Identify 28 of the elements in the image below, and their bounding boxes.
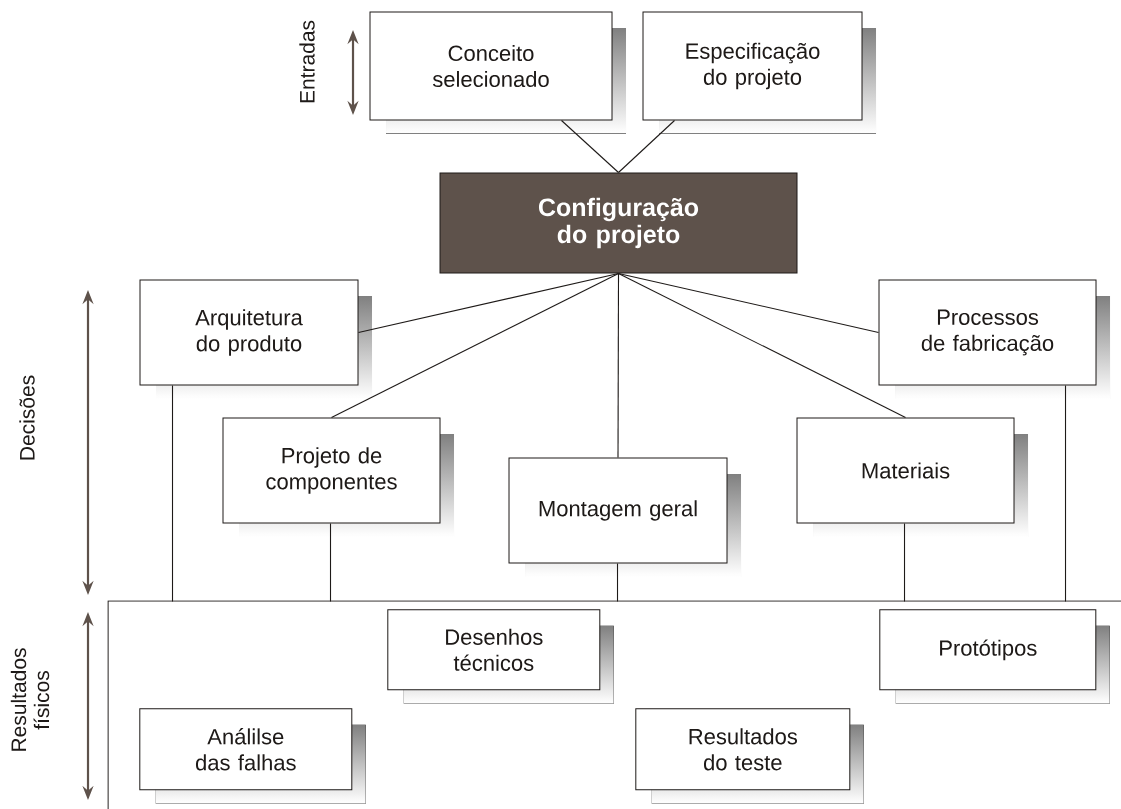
axis-label: Resultados físicos xyxy=(10,648,50,751)
connector-line xyxy=(617,272,620,459)
connector-line xyxy=(903,522,906,603)
process-box: Processos de fabricação xyxy=(878,279,1110,399)
connector-line xyxy=(1064,384,1067,603)
process-box: Protótipos xyxy=(879,609,1110,704)
process-box: Arquitetura do produto xyxy=(139,279,372,399)
connector-line xyxy=(560,119,620,174)
results-panel xyxy=(107,600,1121,809)
process-box: Análilse das falhas xyxy=(139,708,366,804)
connector-line xyxy=(330,272,620,419)
connector-line xyxy=(617,272,907,419)
connector-line xyxy=(617,119,676,174)
connector-line xyxy=(617,272,880,334)
connector-line xyxy=(329,522,332,603)
process-box: Projeto de componentes xyxy=(222,417,454,537)
process-box: Especificação do projeto xyxy=(642,11,876,134)
axis-label: Entradas xyxy=(299,20,315,103)
axis-label: Decisões xyxy=(19,375,35,460)
process-box: Resultados do teste xyxy=(635,708,864,804)
connector-line xyxy=(616,562,619,603)
connector-line xyxy=(357,272,620,334)
process-box: Conceito selecionado xyxy=(369,11,626,134)
process-box: Montagem geral xyxy=(508,457,741,577)
process-box: Materiais xyxy=(796,417,1028,537)
connector-line xyxy=(171,384,174,603)
highlighted-box: Configuração do projeto xyxy=(439,172,798,274)
process-box: Desenhos técnicos xyxy=(387,609,614,704)
